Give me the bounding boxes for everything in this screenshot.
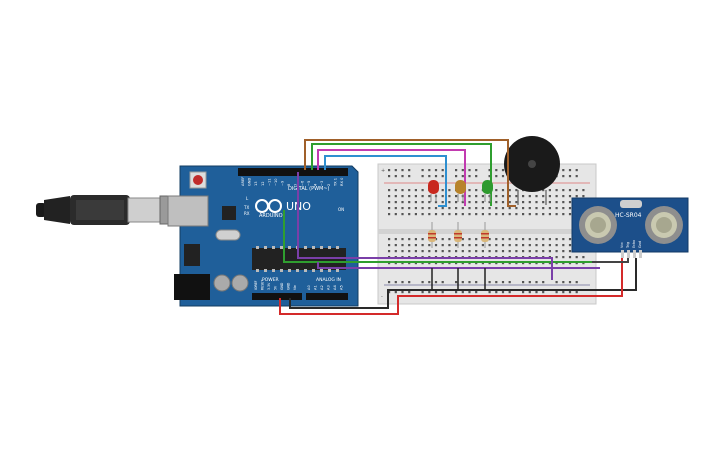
- rx-label: RX: [244, 211, 250, 216]
- digital-pin-label: ~9: [281, 180, 285, 186]
- digital-pin-label: 7: [294, 184, 298, 186]
- digital-pin-label: TX 1: [333, 178, 337, 187]
- power-pin-label: GND: [287, 282, 291, 290]
- digital-pin-label: ~10: [274, 178, 278, 186]
- digital-pin-label: 13: [254, 181, 258, 186]
- analog-pin-label: A2: [320, 285, 324, 290]
- resistor-1-icon[interactable]: [428, 222, 436, 248]
- on-label: ON: [338, 207, 344, 212]
- digital-pin-label: ~5: [307, 181, 311, 186]
- sensor-pin-label: Echo: [632, 240, 636, 248]
- digital-pin-label: ~11: [267, 178, 271, 186]
- tx-label: TX: [243, 205, 249, 210]
- analog-pin-label: A3: [327, 285, 331, 290]
- power-pin-label: 3.3V: [267, 282, 271, 290]
- digital-pin-label: 12: [261, 181, 265, 186]
- resistor-3-icon[interactable]: [481, 222, 489, 248]
- power-pin-label: RESET: [261, 280, 265, 290]
- wire-green-lower: [283, 210, 592, 263]
- wire-green: [311, 143, 492, 206]
- digital-pin-label: GND: [248, 178, 252, 186]
- digital-header-label: DIGITAL (PWM~): [288, 186, 330, 192]
- power-pin-label: GND: [280, 282, 284, 290]
- wire-cyan: [324, 155, 447, 207]
- arduino-brand: ARDUINO: [259, 213, 283, 219]
- wire-brown: [304, 139, 516, 207]
- l-label: L: [246, 196, 249, 201]
- power-label: POWER: [262, 277, 279, 283]
- wire-magenta: [317, 149, 466, 206]
- arduino-board[interactable]: ARDUINO UNO DIGITAL (PWM~) ON L TX RX PO…: [167, 165, 359, 307]
- analog-pin-label: A0: [307, 285, 311, 290]
- sensor-pin-label: Vcc: [620, 242, 624, 248]
- power-pin-label: Vin: [293, 285, 297, 290]
- buzzer-icon[interactable]: [504, 136, 560, 205]
- sensor-pin-label: Trig: [626, 242, 630, 249]
- power-pin-label: IOREF: [254, 280, 258, 290]
- resistor-2-icon[interactable]: [454, 222, 462, 248]
- analog-pin-label: A5: [340, 285, 344, 290]
- wire-red-5v: [279, 295, 596, 315]
- analog-label: ANALOG IN: [316, 277, 341, 283]
- digital-pin-label: ~6: [300, 180, 304, 186]
- arduino-logo-icon: [255, 199, 282, 213]
- rail-minus-mark: -: [381, 294, 383, 300]
- sensor-pin-label: Gnd: [638, 241, 642, 248]
- led-yellow-icon[interactable]: [455, 180, 466, 202]
- rail-plus-mark: +: [381, 168, 385, 174]
- wire-sensor-black: [596, 258, 637, 291]
- digital-pin-label: AREF: [241, 177, 245, 186]
- reset-button-icon[interactable]: [189, 171, 207, 189]
- wire-sensor-trig: [592, 258, 629, 263]
- led-green-icon[interactable]: [482, 180, 493, 202]
- wire-purple-2: [317, 262, 600, 269]
- analog-pin-label: A4: [333, 285, 337, 290]
- analog-pin-label: A1: [314, 285, 318, 290]
- wire-sensor-red: [596, 258, 623, 297]
- sensor-label: HC-SR04: [615, 212, 642, 219]
- digital-pin-label: 2: [327, 184, 331, 186]
- digital-pin-label: 4: [314, 183, 318, 186]
- led-red-icon[interactable]: [428, 180, 439, 202]
- power-pin-label: 5V: [274, 285, 278, 290]
- digital-pin-label: RX 0: [340, 177, 344, 186]
- digital-pin-label: 8: [287, 183, 291, 186]
- digital-pin-label: ~3: [320, 181, 324, 186]
